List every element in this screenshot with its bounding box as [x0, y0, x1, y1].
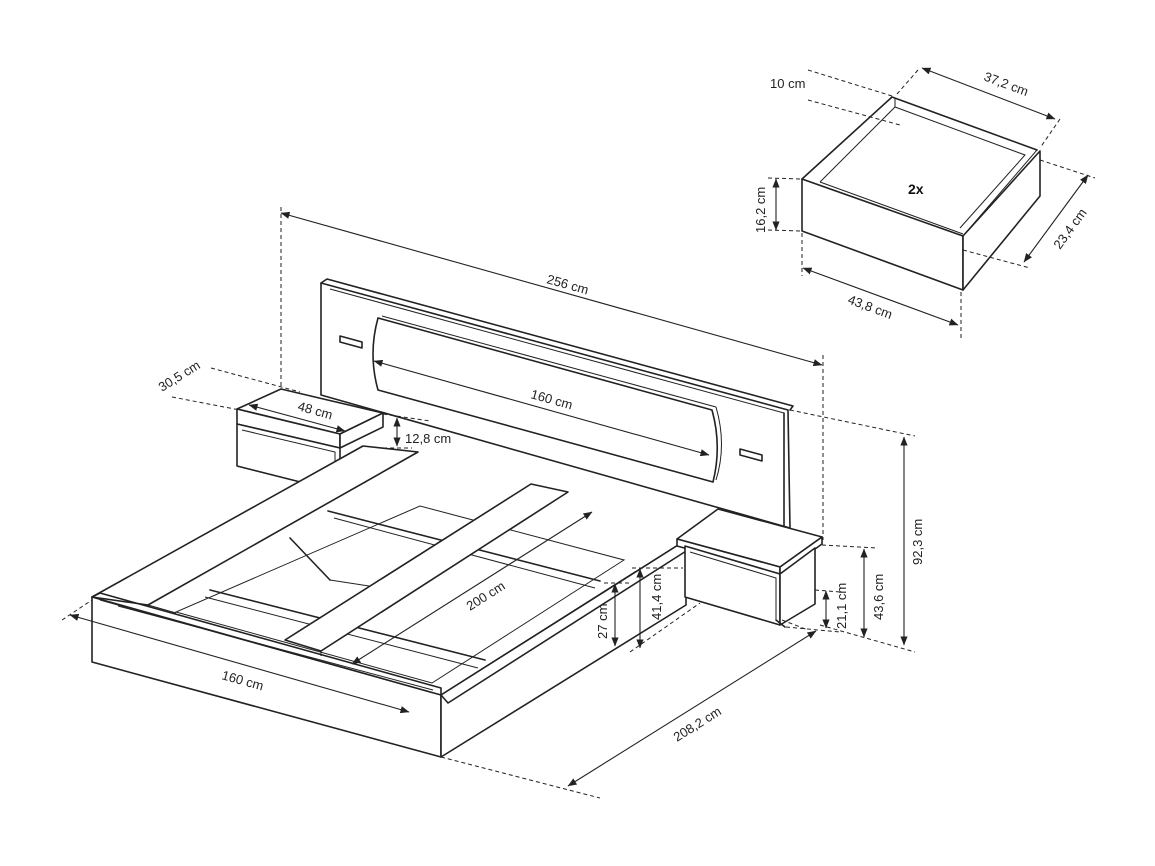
label-total-length: 208,2 cm [671, 703, 724, 744]
label-nightstand-drawer-height: 12,8 cm [405, 431, 451, 446]
dimension-lines [61, 67, 1096, 799]
label-nightstand-clearance: 21,1 cm [834, 583, 849, 629]
label-nightstand-total-height: 43,6 cm [871, 574, 886, 620]
label-drawer-quantity: 2x [908, 181, 924, 197]
label-drawer-front-width: 43,8 cm [846, 292, 895, 322]
label-drawer-width: 37,2 cm [982, 69, 1031, 99]
label-nightstand-depth: 30,5 cm [156, 357, 203, 394]
label-drawer-height: 16,2 cm [753, 187, 768, 233]
right-nightstand [676, 508, 823, 628]
cross-slat-3 [289, 537, 331, 581]
center-slat [284, 483, 569, 652]
label-nightstand-top-height: 41,4 cm [649, 574, 664, 620]
headboard-right-light [739, 448, 763, 462]
label-total-height: 92,3 cm [910, 519, 925, 565]
label-drawer-depth-top: 10 cm [770, 76, 805, 91]
label-drawer-depth: 23,4 cm [1050, 206, 1089, 252]
label-frame-height: 27 cm [595, 604, 610, 639]
label-slat-length: 200 cm [464, 578, 508, 613]
bed-frame [91, 445, 695, 758]
frame-footboard-front [91, 596, 442, 758]
drawer-illustration [801, 96, 1041, 291]
